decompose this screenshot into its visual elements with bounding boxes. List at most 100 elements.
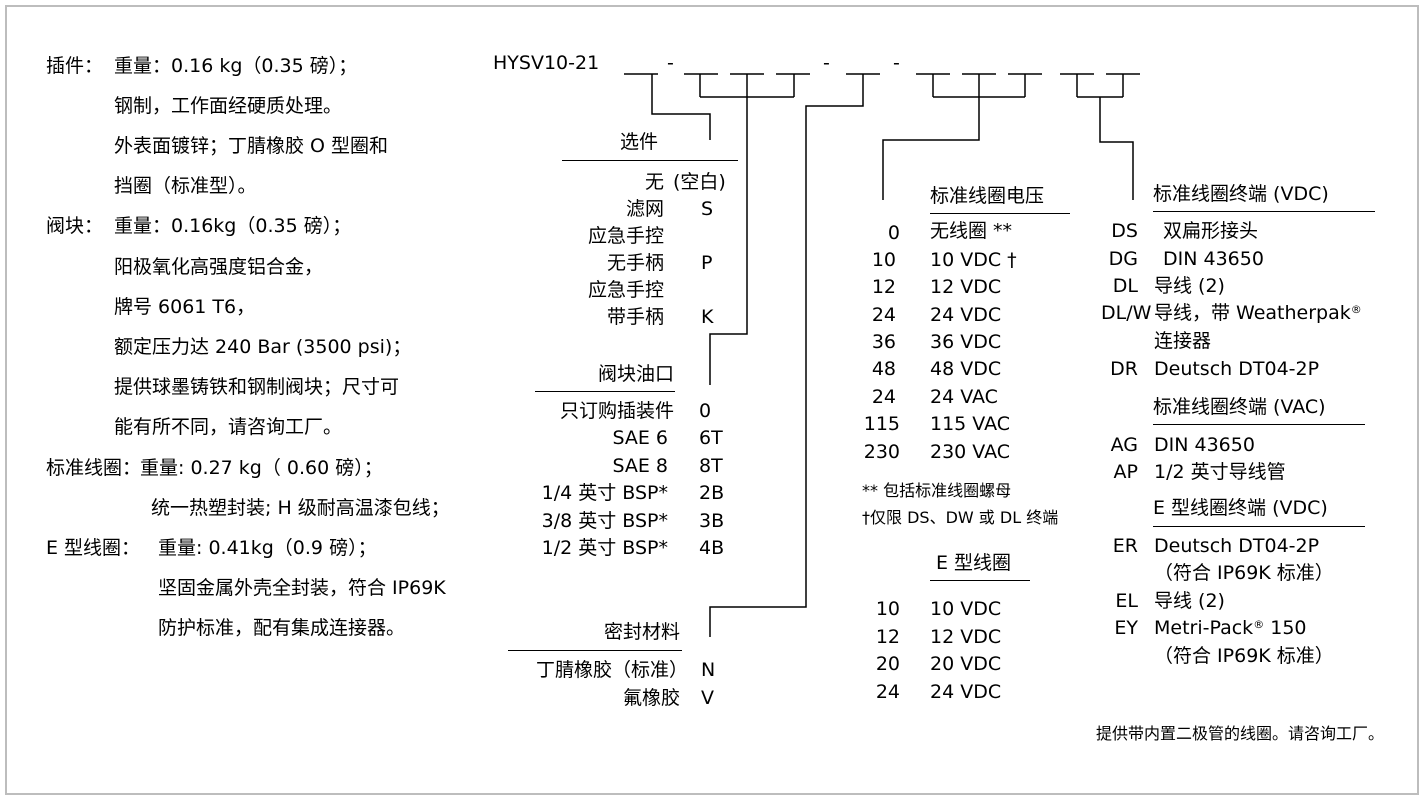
seals-rule (508, 650, 682, 651)
port-name: 3/8 英寸 BSP* (541, 510, 668, 532)
connector-voltage (882, 97, 980, 200)
term-vac-rule (1153, 424, 1365, 425)
seal-code: V (701, 687, 714, 709)
option-name: 带手柄 (606, 306, 664, 328)
term-code: AP (1113, 461, 1138, 483)
term-e-rule (1153, 526, 1365, 527)
voltage-code: 24 (871, 386, 896, 408)
cartridge-line: 重量：0.16 kg（0.35 磅）； (114, 55, 358, 77)
ecoil-code: 10 (875, 598, 900, 620)
term-name: 导线，带 Weatherpak® (1154, 302, 1362, 324)
e-coil-label: E 型线圈： (46, 537, 141, 559)
term-name-cont: （符合 IP69K 标准） (1154, 562, 1334, 584)
voltage-name: 24 VDC (930, 304, 1002, 326)
voltage-name: 10 VDC † (930, 249, 1017, 271)
seal-code: N (701, 659, 716, 681)
term-name: DIN 43650 (1154, 434, 1255, 456)
term-code: EL (1115, 590, 1138, 612)
option-code: (空白) (673, 171, 726, 193)
ecoil-code: 24 (875, 681, 900, 703)
voltage-code: 0 (887, 222, 900, 244)
term-name: Deutsch DT04-2P (1154, 535, 1320, 557)
term-name: Metri-Pack® 150 (1154, 617, 1307, 639)
connector-options (651, 74, 711, 140)
port-name: 1/2 英寸 BSP* (541, 537, 668, 559)
port-name: 1/4 英寸 BSP* (541, 482, 668, 504)
body-line: 提供球墨铸铁和钢制阀块；尺寸可 (114, 376, 400, 398)
port-code: 0 (699, 400, 712, 422)
registered-mark: ® (1253, 618, 1265, 631)
seal-name: 丁腈橡胶（标准） (535, 659, 688, 681)
option-name: 应急手控 (587, 279, 664, 301)
code-dash: - (667, 52, 674, 74)
option-code: K (701, 306, 714, 328)
ecoil-name: 12 VDC (930, 626, 1002, 648)
body-line: 能有所不同，请咨询工厂。 (114, 416, 343, 438)
voltage-name: 230 VAC (930, 441, 1011, 463)
cartridge-line: 挡圈（标准型）。 (114, 175, 257, 197)
seals-title: 密封材料 (603, 621, 680, 643)
term-name-cont: （符合 IP69K 标准） (1154, 645, 1334, 667)
cartridge-label: 插件： (46, 55, 104, 77)
voltage-name: 36 VDC (930, 331, 1002, 353)
term-code: DL (1112, 275, 1138, 297)
connector-seals (709, 74, 864, 637)
voltage-code: 115 (863, 413, 900, 435)
std-coil-line: 统一热塑封装; H 级耐高温漆包线； (151, 497, 450, 519)
connector-terminals (1099, 97, 1134, 200)
voltage-name: 12 VDC (930, 276, 1002, 298)
option-name: 无手柄 (606, 252, 664, 274)
cartridge-line: 钢制，工作面经硬质处理。 (114, 95, 343, 117)
footer-note: 提供带内置二极管的线圈。请咨询工厂。 (1095, 724, 1384, 743)
voltage-rule (930, 213, 1070, 214)
term-vdc-rule (1153, 211, 1375, 212)
port-code: 4B (699, 537, 725, 559)
voltage-code: 230 (863, 441, 900, 463)
term-code: DR (1110, 358, 1138, 380)
port-code: 2B (699, 482, 725, 504)
term-name-cont: 连接器 (1154, 330, 1212, 352)
body-line: 牌号 6061 T6， (114, 296, 256, 318)
code-dash: - (823, 52, 830, 74)
std-coil-line: 重量: 0.27 kg（ 0.60 磅）； (140, 457, 383, 479)
port-code: 6T (699, 427, 723, 449)
connector-ports (709, 97, 748, 385)
term-name: 1/2 英寸导线管 (1154, 461, 1286, 483)
cartridge-line: 外表面镀锌；丁腈橡胶 O 型圈和 (114, 135, 389, 157)
voltage-note: ** 包括标准线圈螺母 (862, 481, 1012, 500)
port-name: 只订购插装件 (559, 400, 674, 422)
term-code: EY (1114, 617, 1138, 639)
options-rule (562, 160, 738, 161)
voltage-name: 24 VAC (930, 386, 998, 408)
seal-name: 氟橡胶 (622, 687, 680, 709)
ecoil-rule (930, 580, 1030, 581)
option-code: S (701, 198, 714, 220)
voltage-note: †仅限 DS、DW 或 DL 终端 (862, 508, 1059, 527)
e-coil-line: 防护标准，配有集成连接器。 (158, 617, 406, 639)
term-vdc-title: 标准线圈终端 (VDC) (1153, 183, 1329, 205)
e-coil-line: 重量: 0.41kg（0.9 磅）； (158, 537, 377, 559)
term-code: DL/W (1101, 302, 1152, 324)
std-coil-label: 标准线圈： (46, 457, 142, 479)
term-name: 双扁形接头 (1163, 220, 1259, 242)
port-name: SAE 6 (612, 427, 668, 449)
ecoil-title: E 型线圈 (936, 552, 1012, 574)
term-e-title: E 型线圈终端 (VDC) (1153, 497, 1328, 519)
body-line: 阳极氧化高强度铝合金， (114, 256, 324, 278)
term-name: Deutsch DT04-2P (1154, 358, 1320, 380)
voltage-code: 48 (871, 358, 896, 380)
options-title: 选件 (619, 131, 658, 153)
option-name: 无 (644, 171, 664, 193)
port-code: 8T (699, 455, 723, 477)
registered-mark: ® (1350, 303, 1362, 316)
body-label: 阀块： (46, 215, 104, 237)
voltage-code: 12 (871, 276, 896, 298)
voltage-code: 36 (871, 331, 896, 353)
body-line: 额定压力达 240 Bar (3500 psi)； (114, 336, 412, 358)
e-coil-line: 坚固金属外壳全封装，符合 IP69K (158, 577, 446, 599)
body-line: 重量：0.16kg（0.35 磅）； (114, 215, 352, 237)
option-name: 应急手控 (587, 225, 664, 247)
ports-title: 阀块油口 (597, 363, 674, 385)
option-code: P (701, 252, 713, 274)
